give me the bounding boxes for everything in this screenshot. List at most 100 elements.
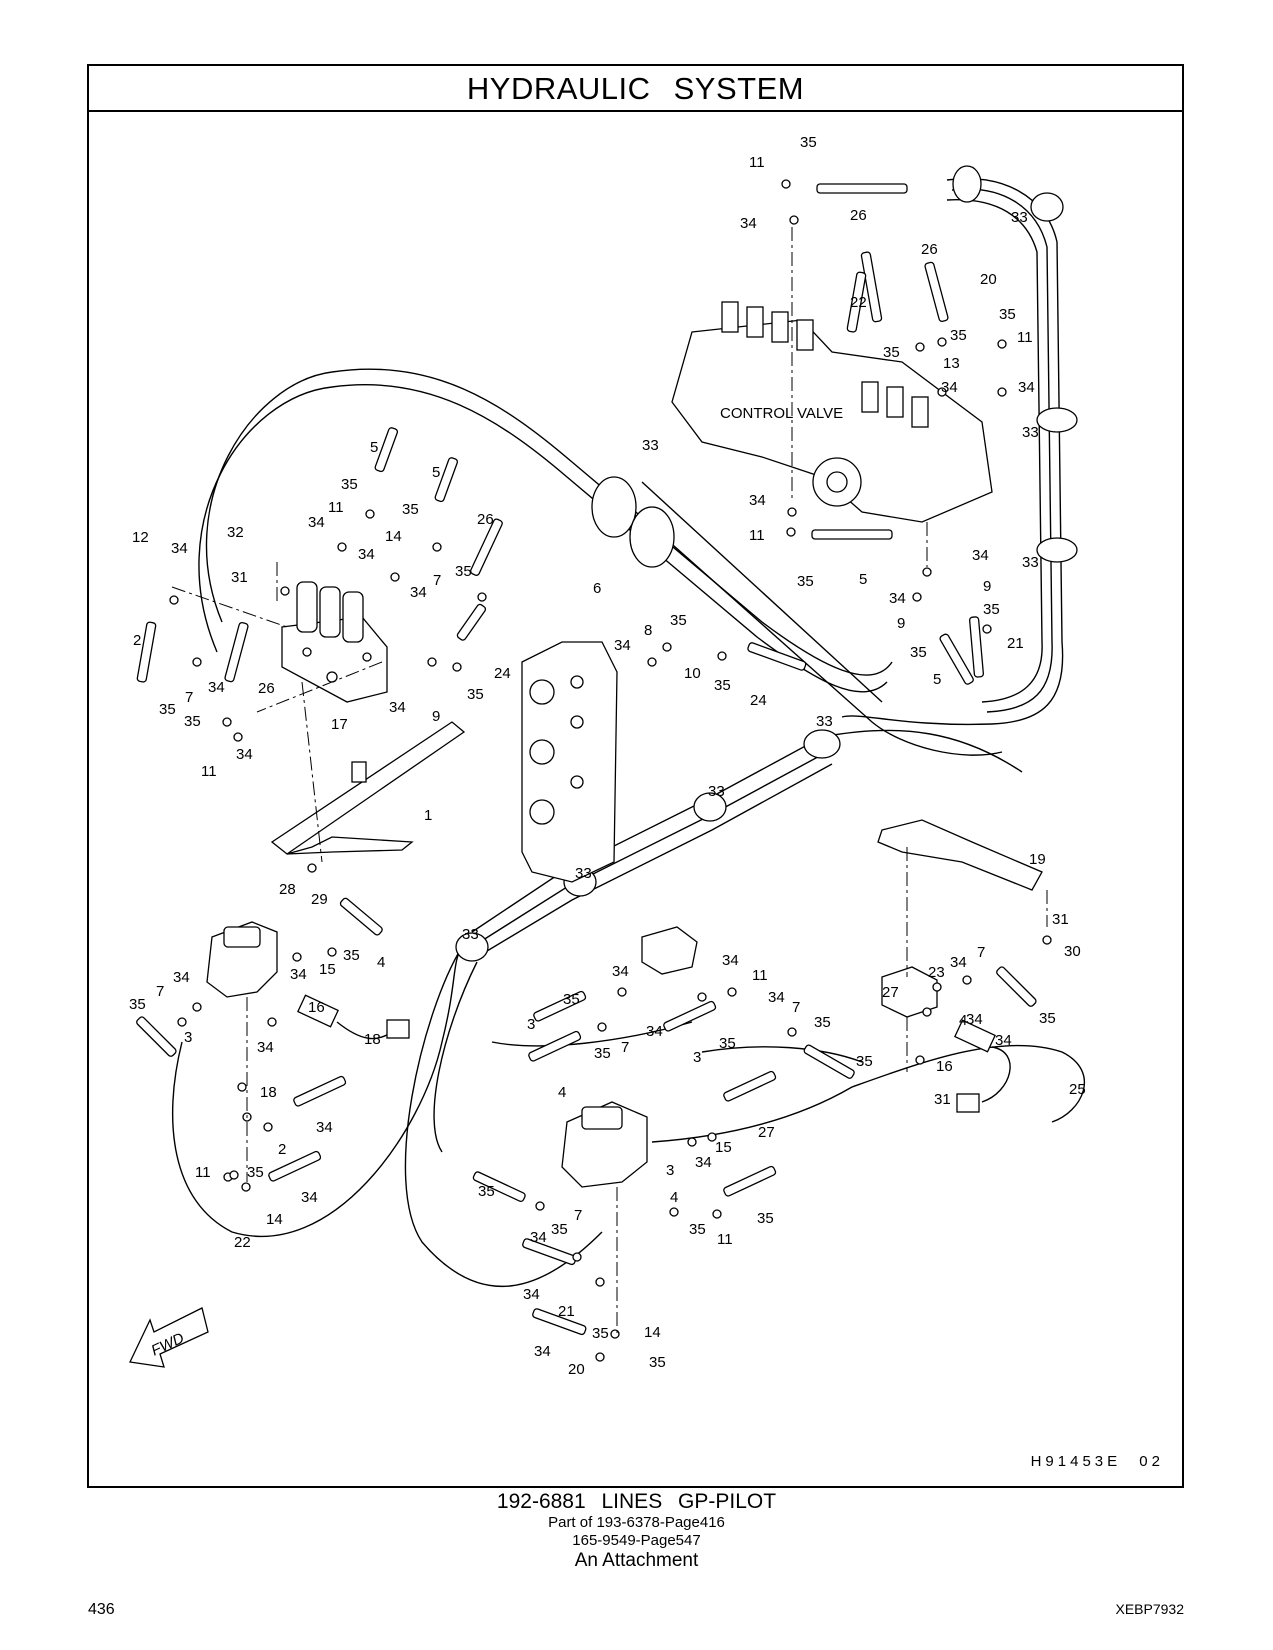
callout: 15 — [319, 961, 336, 978]
callout: 32 — [227, 524, 244, 541]
callout: 33 — [1011, 209, 1028, 226]
solenoid-valve — [281, 581, 388, 703]
callout: 8 — [644, 622, 652, 639]
callout: 29 — [311, 891, 328, 908]
callout: 11 — [195, 1164, 211, 1181]
callout: 34 — [290, 966, 307, 983]
diagram-frame: HYDRAULIC SYSTEM — [87, 64, 1184, 1488]
callout: 35 — [814, 1014, 831, 1031]
callout: 34 — [695, 1154, 712, 1171]
callout: 34 — [995, 1032, 1012, 1049]
callout: 11 — [1017, 329, 1033, 346]
callout: 34 — [236, 746, 253, 763]
callout: 3 — [527, 1016, 535, 1033]
callout: 4 — [377, 954, 385, 971]
callout: 34 — [523, 1286, 540, 1303]
callout: 35 — [999, 306, 1016, 323]
callout: 13 — [943, 355, 960, 372]
hose-fittings — [136, 183, 1037, 1336]
control-valve — [671, 301, 993, 523]
callout: 33 — [462, 926, 479, 943]
callout: 34 — [308, 514, 325, 531]
callout: 35 — [341, 476, 358, 493]
callout: 7 — [977, 944, 985, 961]
callout: 20 — [568, 1361, 585, 1378]
callout: 34 — [646, 1023, 663, 1040]
callout: 35 — [478, 1183, 495, 1200]
valve-block — [521, 641, 618, 883]
callout: 33 — [575, 865, 592, 882]
callout: 25 — [1069, 1081, 1086, 1098]
caption-title: 192-6881 LINES GP-PILOT — [496, 1490, 777, 1513]
callout: 35 — [670, 612, 687, 629]
callout: 34 — [768, 989, 785, 1006]
callout: 7 — [792, 999, 800, 1016]
callout: 35 — [563, 991, 580, 1008]
callout: 34 — [410, 584, 427, 601]
callout: 26 — [921, 241, 938, 258]
callout: 35 — [247, 1164, 264, 1181]
title-bar: HYDRAULIC SYSTEM — [89, 66, 1182, 112]
callout: 28 — [279, 881, 296, 898]
callout: 24 — [494, 665, 511, 682]
caption-line: 165-9549-Page547 — [572, 1532, 701, 1549]
callout: 1 — [424, 807, 432, 824]
callout: 23 — [928, 964, 945, 981]
callout: 14 — [644, 1324, 661, 1341]
callout: 35 — [1039, 1010, 1056, 1027]
callout: 2 — [133, 632, 141, 649]
hose-clamps — [455, 165, 1078, 962]
callout: 34 — [941, 379, 958, 396]
page-title: HYDRAULIC SYSTEM — [466, 71, 805, 106]
callout: 35 — [594, 1045, 611, 1062]
document-code: XEBP7932 — [1115, 1601, 1185, 1617]
callout: 34 — [749, 492, 766, 509]
callout: 11 — [749, 527, 765, 544]
bracket — [877, 819, 1043, 891]
callout: 21 — [558, 1303, 575, 1320]
callout: 9 — [983, 578, 991, 595]
callout: 35 — [129, 996, 146, 1013]
caption: 192-6881 LINES GP-PILOT Part of 193-6378… — [0, 1490, 1273, 1572]
fittings — [169, 179, 1052, 1362]
callout: 4 — [959, 1012, 967, 1029]
callout: 35 — [551, 1221, 568, 1238]
center-lines — [171, 227, 1048, 1337]
callout: 35 — [797, 573, 814, 590]
callout: 33 — [1022, 424, 1039, 441]
callout: 34 — [966, 1011, 983, 1028]
callout: 35 — [800, 134, 817, 151]
callout: 24 — [750, 692, 767, 709]
callout: 34 — [612, 963, 629, 980]
pilot-control — [206, 921, 278, 998]
callout: 26 — [850, 207, 867, 224]
callout: 34 — [389, 699, 406, 716]
callout: 35 — [757, 1210, 774, 1227]
callout: 35 — [649, 1354, 666, 1371]
callout: 11 — [752, 967, 768, 984]
callout: 3 — [693, 1049, 701, 1066]
callout: 3 — [184, 1029, 192, 1046]
callout: 33 — [816, 713, 833, 730]
callout: 9 — [897, 615, 905, 632]
callout: 4 — [670, 1189, 678, 1206]
callout: 34 — [950, 954, 967, 971]
callout: 16 — [936, 1058, 953, 1075]
callout: 34 — [208, 679, 225, 696]
callout: 35 — [402, 501, 419, 518]
callout: 34 — [972, 547, 989, 564]
callout: 34 — [530, 1229, 547, 1246]
callout: 3 — [666, 1162, 674, 1179]
callout: 14 — [266, 1211, 283, 1228]
callout: 35 — [455, 563, 472, 580]
callout: 34 — [534, 1343, 551, 1360]
page-number: 436 — [88, 1601, 115, 1618]
callout: 35 — [983, 601, 1000, 618]
hose-bundle — [171, 177, 1086, 1288]
caption-line: Part of 193-6378-Page416 — [548, 1514, 725, 1531]
callout: 21 — [1007, 635, 1024, 652]
callout: 34 — [358, 546, 375, 563]
callout: 35 — [184, 713, 201, 730]
callout: 11 — [328, 499, 344, 516]
callout: 34 — [173, 969, 190, 986]
